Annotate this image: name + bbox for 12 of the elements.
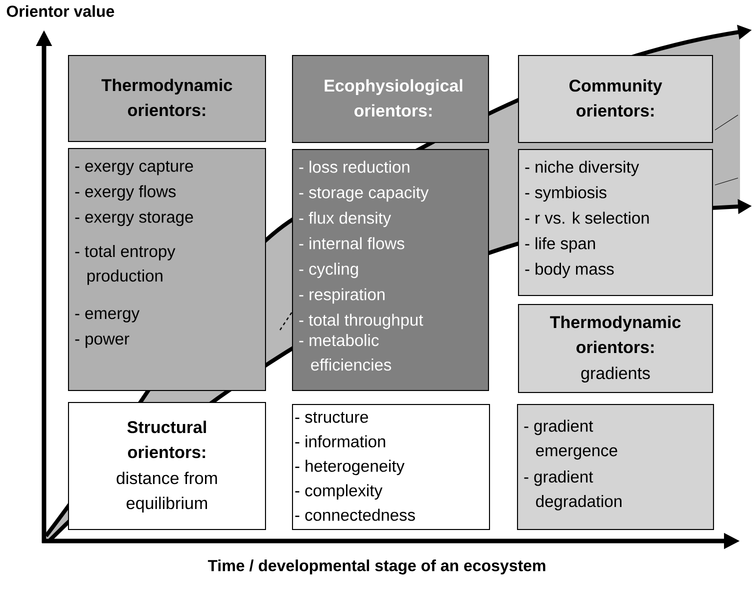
axis-title: Time / developmental stage of an ecosystem — [208, 560, 546, 574]
list-box: - loss reduction - storage capacity - flux density - internal flows - cycling - respiration - total throughput - metabolic efficiencies — [292, 149, 489, 391]
list-box: - gradient emergence - gradient degradation — [517, 404, 714, 530]
list-box: - exergy capture - exergy flows - exergy storage - total entropy production - emergy - power — [68, 148, 266, 391]
orientor-box: Structural orientors: distance from equilibrium — [68, 402, 266, 530]
heading-box: Thermodynamic orientors: — [68, 55, 266, 142]
orientor-box: Thermodynamic orientors: gradients — [518, 304, 713, 393]
heading-box: Community orientors: — [518, 55, 713, 143]
list-box: - niche diversity - symbiosis - r vs. k selection - life span - body mass — [518, 149, 713, 296]
heading-box: Ecophysiological orientors: — [292, 55, 489, 143]
axis-title: Orientor value — [6, 5, 114, 17]
list-box: - structure - information - heterogeneity - complexity - connectedness — [292, 404, 490, 530]
